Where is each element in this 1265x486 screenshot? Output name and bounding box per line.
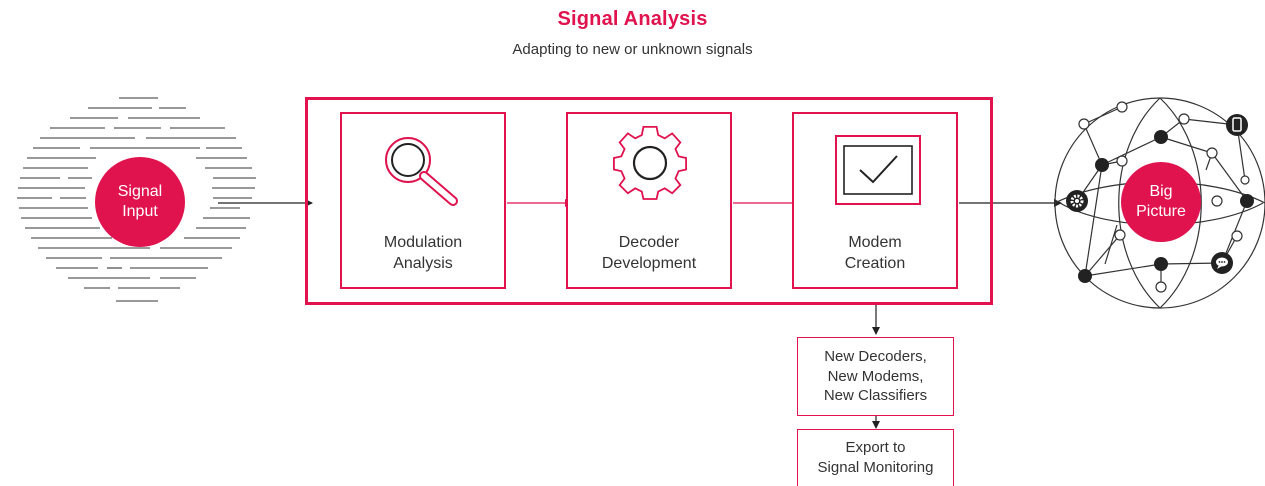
network-node — [1206, 147, 1218, 159]
stage-label-line1: Modem — [848, 234, 902, 251]
network-node — [1078, 269, 1092, 283]
stage-decoder-development: Decoder Development — [566, 112, 732, 289]
signal-input-line1: Signal — [117, 183, 163, 200]
network-node — [1155, 281, 1167, 293]
network-node — [1078, 118, 1090, 130]
chat-bubble-icon — [1211, 252, 1233, 274]
network-node — [1231, 230, 1243, 242]
stage-modulation-analysis: Modulation Analysis — [340, 112, 506, 289]
gear-icon — [1066, 190, 1088, 212]
network-node — [1154, 130, 1168, 144]
signal-input-line2: Input — [122, 203, 158, 220]
stage-label-line1: Modulation — [383, 234, 463, 251]
stage-label-line2: Analysis — [393, 255, 453, 272]
network-node — [1178, 113, 1190, 125]
network-node — [1095, 158, 1109, 172]
stage-modem-creation: Modem Creation — [792, 112, 958, 289]
page-subtitle: Adapting to new or unknown signals — [512, 41, 753, 58]
signal-waves — [17, 97, 310, 302]
big-picture-line2: Picture — [1136, 203, 1186, 220]
output-line: New Decoders, — [824, 348, 927, 365]
network-node — [1240, 175, 1250, 185]
output-line: Export to — [845, 439, 906, 456]
output-line: New Classifiers — [823, 387, 928, 404]
network-node — [1211, 195, 1223, 207]
network-node — [1116, 101, 1128, 113]
output-export-monitoring: Export to Signal Monitoring — [797, 429, 954, 486]
network-node — [1114, 229, 1126, 241]
signal-input-badge: Signal Input — [95, 157, 185, 247]
big-picture-line1: Big — [1149, 183, 1173, 200]
page-title: Signal Analysis — [557, 8, 708, 30]
output-line: Signal Monitoring — [817, 458, 934, 476]
magnifier-icon — [385, 137, 458, 206]
analysis-frame — [305, 97, 993, 305]
gear-icon — [613, 125, 687, 200]
stage-label-line2: Creation — [844, 255, 906, 272]
stage-label-line2: Development — [601, 255, 697, 272]
checkmark-monitor-icon — [835, 135, 921, 205]
network-node — [1240, 194, 1254, 208]
big-picture-badge: Big Picture — [1121, 162, 1201, 242]
network-node — [1116, 155, 1128, 167]
output-line: New Modems, — [827, 367, 924, 385]
network-node — [1154, 257, 1168, 271]
phone-icon — [1226, 114, 1248, 136]
output-new-components: New Decoders, New Modems, New Classifier… — [797, 337, 954, 416]
stage-label-line1: Decoder — [618, 234, 680, 251]
